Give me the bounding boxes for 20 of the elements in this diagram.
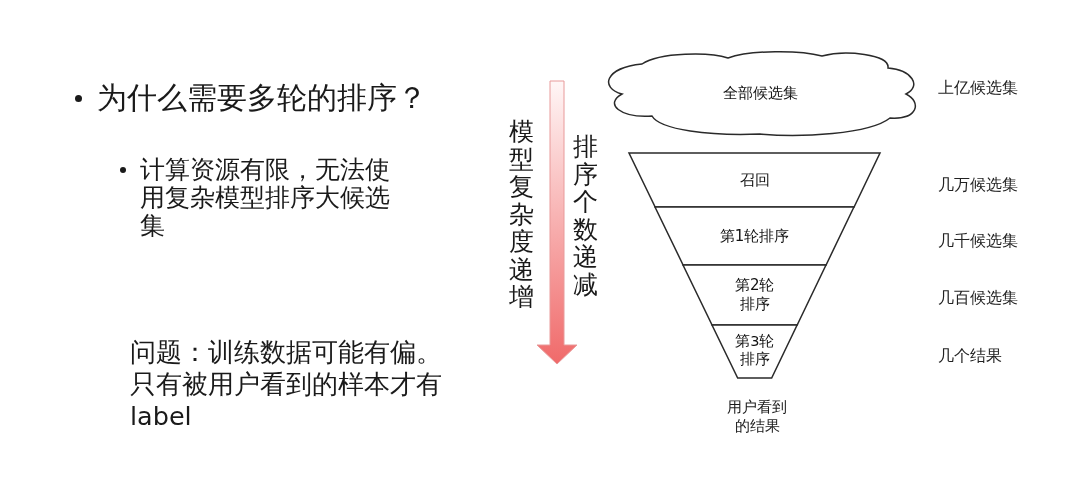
stage-label: 召回: [739, 170, 770, 190]
stage-label: 第3轮排序: [734, 331, 775, 368]
output-label: 用户看到的结果: [726, 398, 788, 436]
count-label: 几千候选集: [938, 231, 1018, 251]
vertical-label: 排序个数递减: [573, 133, 598, 298]
bullet-text: 为什么需要多轮的排序？: [97, 80, 427, 116]
cloud-label: 全部候选集: [722, 83, 798, 103]
vertical-label: 模型复杂度递增: [509, 118, 534, 311]
funnel-stage: [629, 153, 880, 207]
stage-label: 第2轮排序: [733, 276, 776, 314]
funnel-stage: [712, 325, 798, 378]
stage-label: 第1轮排序: [719, 226, 790, 246]
count-label: 几百候选集: [938, 288, 1018, 308]
count-label: 几个结果: [938, 346, 1002, 366]
funnel-stage: [655, 207, 855, 265]
funnel-stage: [683, 265, 827, 325]
count-label: 几万候选集: [938, 175, 1018, 195]
note-text: 问题：训练数据可能有偏。只有被用户看到的样本才有label: [130, 336, 443, 432]
count-label: 上亿候选集: [938, 78, 1018, 98]
bullet-text: 计算资源有限，无法使用复杂模型排序大候选集: [140, 156, 391, 240]
